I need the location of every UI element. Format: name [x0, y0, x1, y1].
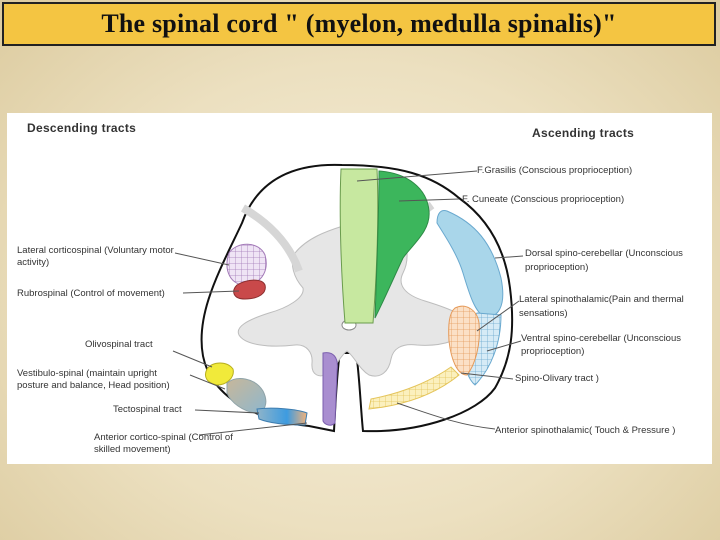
label-lateral-spinothalamic-1: Lateral spinothalamic(Pain and thermal — [519, 294, 684, 305]
label-vestibulospinal-1: Vestibulo-spinal (maintain upright — [17, 368, 157, 379]
label-lateral-corticospinal-2: activity) — [17, 257, 49, 268]
vestibulospinal — [226, 378, 267, 414]
label-lateral-spinothalamic-2: sensations) — [519, 308, 568, 319]
fasciculus-cuneatus — [374, 170, 430, 319]
label-lateral-corticospinal-1: Lateral corticospinal (Voluntary motor — [17, 245, 174, 256]
anterior-corticospinal — [322, 352, 338, 426]
olivospinal-tract — [204, 362, 234, 386]
spinal-cord-diagram: Descending tracts Ascending tracts La — [17, 121, 684, 455]
label-ventral-spinocerebellar-2: proprioception) — [521, 346, 584, 357]
right-leader-lines — [356, 170, 524, 430]
title-bar: The spinal cord " (myelon, medulla spina… — [2, 2, 716, 46]
slide-title: The spinal cord " (myelon, medulla spina… — [101, 9, 617, 38]
spino-olivary-tract — [368, 366, 460, 410]
label-olivospinal: Olivospinal tract — [85, 339, 153, 350]
ascending-tracts-header: Ascending tracts — [532, 126, 634, 140]
dorsal-horn-left — [240, 204, 303, 273]
rubrospinal — [233, 279, 266, 300]
label-anterior-spinothalamic: Anterior spinothalamic( Touch & Pressure… — [495, 425, 675, 436]
label-dorsal-spinocerebellar-2: proprioception) — [525, 262, 588, 273]
fasciculus-gracilis — [339, 168, 379, 324]
lateral-corticospinal — [226, 243, 267, 286]
tectospinal — [256, 407, 308, 426]
label-anterior-corticospinal-1: Anterior cortico-spinal (Control of — [94, 432, 233, 443]
lateral-spinothalamic — [448, 305, 480, 376]
label-tectospinal: Tectospinal tract — [113, 404, 182, 415]
label-anterior-corticospinal-2: skilled movement) — [94, 444, 171, 455]
label-gracilis: F.Grasilis (Conscious proprioception) — [477, 165, 632, 176]
label-rubrospinal: Rubrospinal (Control of movement) — [17, 288, 165, 299]
label-ventral-spinocerebellar-1: Ventral spino-cerebellar (Unconscious — [521, 333, 681, 344]
left-leader-lines — [172, 252, 308, 436]
label-vestibulospinal-2: posture and balance, Head position) — [17, 380, 170, 391]
spinal-cord-figure: Descending tracts Ascending tracts La — [7, 113, 712, 464]
label-dorsal-spinocerebellar-1: Dorsal spino-cerebellar (Unconscious — [525, 248, 683, 259]
label-cuneate: F. Cuneate (Conscious proprioception) — [462, 194, 624, 205]
descending-tracts-header: Descending tracts — [27, 121, 136, 135]
label-spino-olivary: Spino-Olivary tract ) — [515, 373, 599, 384]
dorsal-spinocerebellar — [436, 210, 504, 318]
